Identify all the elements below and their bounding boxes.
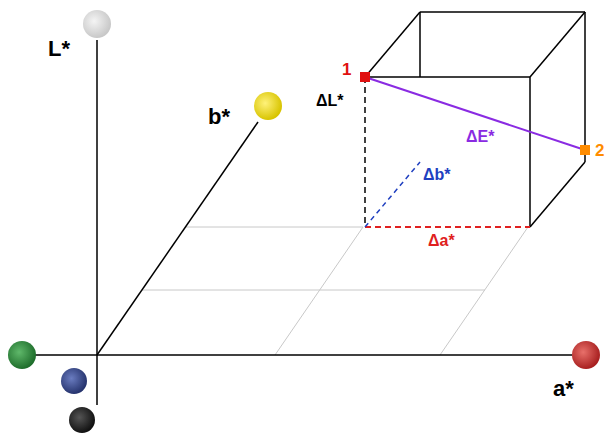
point-label: 2	[595, 141, 604, 161]
axis-label: L*	[48, 36, 70, 61]
difference-box	[365, 12, 585, 227]
axes	[20, 40, 572, 405]
grid-lines	[142, 227, 528, 355]
delta-b-line	[365, 162, 420, 227]
delta-e-line	[365, 77, 585, 150]
point-label: 1	[342, 60, 351, 80]
delta-a-line	[365, 226, 530, 228]
point-marker	[580, 145, 590, 155]
point-marker	[360, 72, 370, 82]
axis-label: b*	[208, 104, 230, 129]
color-dots	[8, 10, 600, 433]
difference-label: ΔE*	[466, 128, 494, 146]
difference-label: Δa*	[428, 232, 455, 250]
difference-label: ΔL*	[316, 92, 344, 110]
difference-label: Δb*	[423, 166, 451, 184]
axis-label: a*	[553, 376, 574, 401]
delta-l-line	[364, 77, 366, 227]
